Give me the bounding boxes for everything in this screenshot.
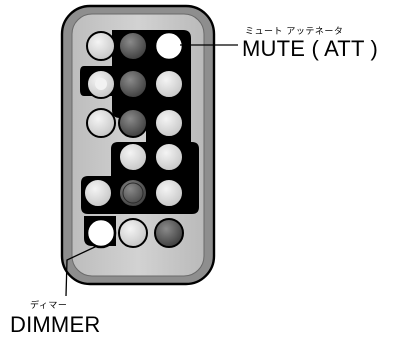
dimmer-button[interactable] bbox=[85, 217, 117, 249]
dimmer-reading-label: ディマー bbox=[30, 301, 68, 311]
button-r1c2[interactable] bbox=[118, 31, 148, 61]
button-r6c2[interactable] bbox=[118, 218, 148, 248]
button-r2c3[interactable] bbox=[154, 69, 184, 99]
dpad-up-left-button[interactable] bbox=[118, 142, 148, 172]
button-r3c2[interactable] bbox=[118, 108, 148, 138]
button-r6c3[interactable] bbox=[154, 218, 184, 248]
button-r2c2[interactable] bbox=[118, 69, 148, 99]
button-r3c1[interactable] bbox=[86, 108, 116, 138]
dpad-up-right-button[interactable] bbox=[154, 142, 184, 172]
dimmer-leader-line bbox=[65, 245, 98, 297]
leader-lines bbox=[65, 44, 238, 297]
dimmer-label: DIMMER bbox=[10, 312, 101, 337]
dpad-right-button[interactable] bbox=[154, 178, 184, 208]
mute-label: MUTE ( ATT ) bbox=[242, 36, 379, 61]
dpad-center-ring bbox=[122, 182, 144, 204]
dpad-left-button[interactable] bbox=[83, 178, 113, 208]
button-grid bbox=[83, 30, 185, 249]
mute-button[interactable] bbox=[153, 30, 185, 62]
button-r3c3[interactable] bbox=[154, 108, 184, 138]
mute-reading-label: ミュート アッテネータ bbox=[245, 27, 344, 37]
button-r1c1[interactable] bbox=[86, 31, 116, 61]
button-highlight bbox=[95, 78, 107, 90]
